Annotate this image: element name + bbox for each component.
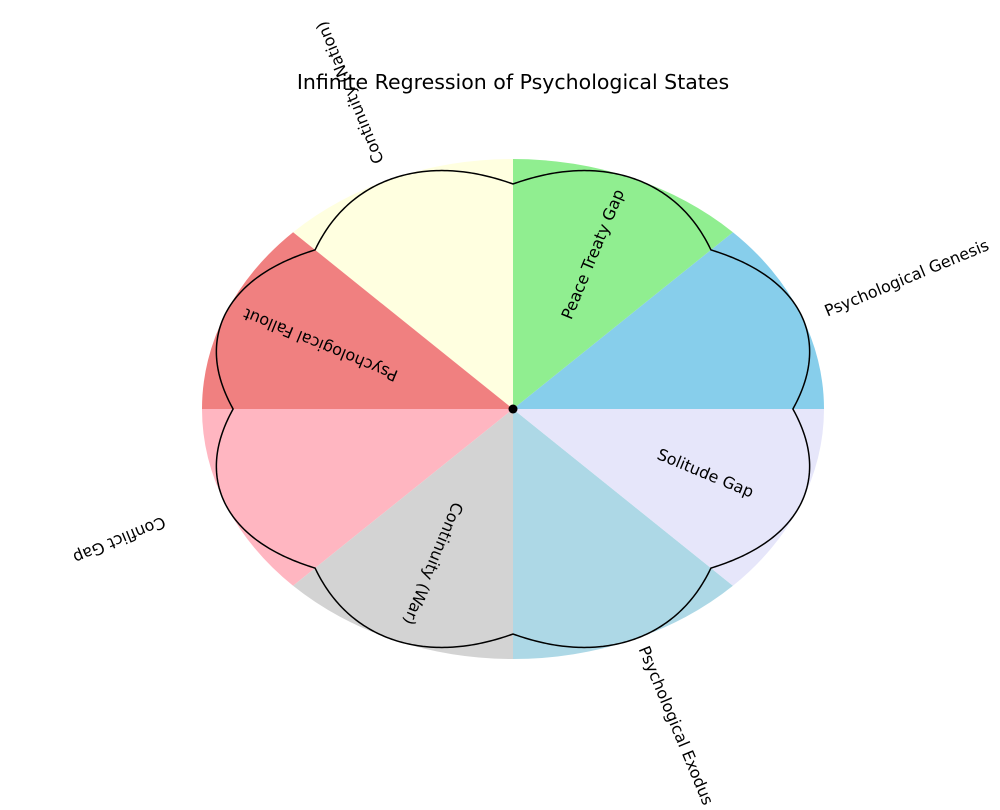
- pie-slice-peace-treaty-gap: [513, 159, 733, 409]
- pie-slices: [202, 159, 824, 659]
- segment-label-conflict-gap: Conflict Gap: [70, 513, 168, 568]
- pie-slice-psychological-exodus: [513, 409, 733, 659]
- segment-label-psychological-genesis: Psychological Genesis: [822, 235, 992, 320]
- pie-slice-solitude-gap: [513, 409, 824, 586]
- pie-slice-conflict-gap: [202, 409, 513, 586]
- flower-outline: [215, 169, 811, 649]
- center-marker: [508, 404, 518, 414]
- pie-slice-psychological-fallout: [202, 232, 513, 409]
- chart-title: Infinite Regression of Psychological Sta…: [297, 70, 729, 94]
- pie-slice-psychological-genesis: [513, 232, 824, 409]
- segment-label-psychological-exodus: Psychological Exodus: [635, 643, 718, 808]
- pie-slice-continuity-nation: [293, 159, 513, 409]
- pie-slice-continuity-war: [293, 409, 513, 659]
